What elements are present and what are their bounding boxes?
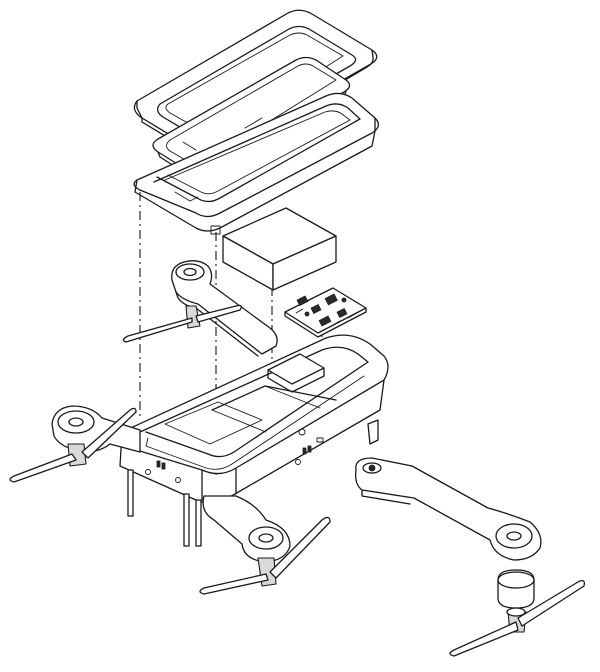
rotor-arm-rear-left xyxy=(199,495,331,595)
rotor-arm-front-left xyxy=(9,405,141,483)
main-body-frame xyxy=(119,334,389,504)
control-board xyxy=(284,287,367,338)
rotor-arm-back xyxy=(122,260,278,357)
rotor-arm-right-detached xyxy=(354,457,586,657)
phone-tray xyxy=(133,92,379,235)
battery-pack xyxy=(222,207,337,291)
